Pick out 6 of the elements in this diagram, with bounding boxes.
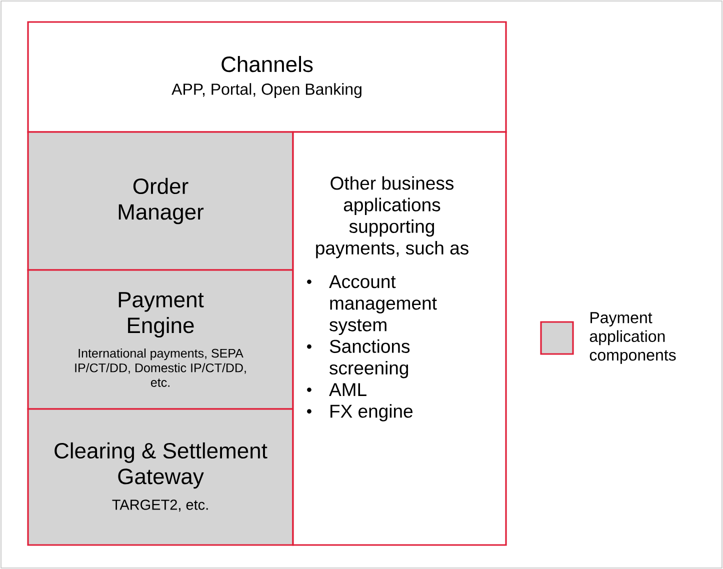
- layer-box: Other business applications supporting payments, such as Account management system Sanctions screening AML FX engine: [292, 131, 507, 546]
- component-box: Clearing & Settlement Gateway TARGET2, etc.: [27, 408, 294, 546]
- component-box: Payment Engine International payments, SEPA IP/CT/DD, Domestic IP/CT/DD, etc.: [27, 269, 294, 410]
- layer-box: Channels APP, Portal, Open Banking: [27, 21, 507, 133]
- legend-label: Payment application components: [590, 312, 676, 364]
- component-box: Order Manager: [27, 131, 294, 271]
